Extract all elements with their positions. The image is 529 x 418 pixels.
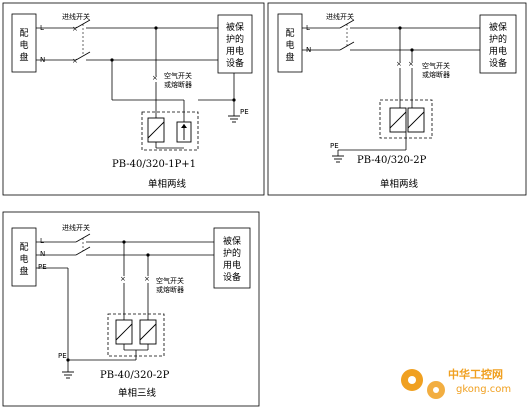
panel-2-equipment-box — [479, 14, 517, 74]
svg-text:用电: 用电 — [489, 45, 507, 57]
panel-3-main-switch-label: 进线开关 — [62, 223, 90, 232]
svg-text:用电: 用电 — [223, 259, 241, 271]
panel-3-frame — [2, 211, 260, 407]
panel-2-board — [277, 13, 303, 73]
panel-1: 配 电 盘 L N 进线开关 × × 被保 护的 用电 设备 × 空气开关 或熔… — [2, 2, 265, 196]
svg-text:×: × — [72, 25, 78, 33]
panel-3-label-pe: PE — [38, 263, 47, 271]
panel-3-equipment-box — [213, 227, 251, 289]
panel-3-board — [11, 227, 37, 287]
svg-text:被保: 被保 — [223, 235, 241, 247]
panel-1-frame — [2, 2, 265, 196]
svg-text:护的: 护的 — [223, 247, 241, 259]
panel-1-model: PB-40/320-1P+1 — [112, 159, 196, 170]
svg-text:盘: 盘 — [285, 51, 294, 63]
panel-1-equipment-line-2: 护的 — [226, 33, 244, 45]
gear-icon — [401, 369, 445, 399]
watermark: 中华工控网 gkong.com — [401, 367, 511, 399]
svg-text:×: × — [144, 275, 150, 283]
panel-3-label-n: N — [40, 250, 45, 258]
panel-1-equipment-line-3: 用电 — [226, 45, 244, 57]
panel-1-breaker-label-1: 空气开关 — [164, 71, 192, 80]
watermark-en: gkong.com — [456, 384, 511, 395]
svg-text:×: × — [152, 74, 158, 82]
panel-3-breaker-label-1: 空气开关 — [156, 276, 184, 285]
svg-text:电: 电 — [285, 39, 294, 51]
svg-text:被保: 被保 — [489, 21, 507, 33]
panel-1-equipment-box — [217, 14, 253, 74]
panel-2: 配 电 盘 L N 进线开关 被保 护的 用电 设备 × × 空气开关 或熔断器 — [267, 2, 527, 196]
panel-1-board-label-2: 电 — [19, 39, 28, 51]
panel-3-pe-label: PE — [58, 352, 67, 360]
panel-2-caption: 单相两线 — [380, 178, 419, 190]
panel-3-label-l: L — [40, 237, 44, 245]
panel-2-model: PB-40/320-2P — [357, 155, 427, 166]
watermark-cn: 中华工控网 — [448, 367, 503, 381]
panel-1-breaker-label-2: 或熔断器 — [164, 80, 192, 89]
panel-3-breaker-label-2: 或熔断器 — [156, 285, 184, 294]
panel-2-breaker-label-1: 空气开关 — [422, 61, 450, 70]
panel-3-caption: 单相三线 — [118, 387, 157, 399]
svg-text:护的: 护的 — [489, 33, 507, 45]
panel-1-equipment-line-4: 设备 — [226, 57, 244, 69]
panel-1-equipment-line-1: 被保 — [226, 21, 244, 33]
panel-1-spd-box — [141, 111, 199, 151]
panel-1-main-switch-label: 进线开关 — [62, 12, 90, 21]
svg-text:×: × — [120, 275, 126, 283]
panel-3: 配 电 盘 L N PE 进线开关 被保 护的 用电 设备 × × 空气开关 或… — [2, 211, 260, 407]
svg-text:配: 配 — [19, 242, 28, 253]
panel-2-breaker-label-2: 或熔断器 — [422, 70, 450, 79]
panel-1-board-label-1: 配 — [19, 28, 28, 39]
panel-3-model: PB-40/320-2P — [100, 370, 170, 381]
panel-2-pe-label: PE — [330, 142, 339, 150]
svg-text:设备: 设备 — [223, 271, 241, 283]
panel-2-frame — [267, 2, 527, 196]
panel-1-board — [11, 13, 37, 73]
svg-text:配: 配 — [285, 28, 294, 39]
panel-1-pe-label: PE — [240, 108, 249, 116]
panel-2-main-switch-label: 进线开关 — [326, 12, 354, 21]
svg-text:×: × — [72, 57, 78, 65]
svg-text:×: × — [408, 60, 414, 68]
svg-text:盘: 盘 — [19, 265, 28, 277]
svg-text:设备: 设备 — [489, 57, 507, 69]
svg-text:电: 电 — [19, 253, 28, 265]
panel-1-board-label-3: 盘 — [19, 51, 28, 63]
svg-text:×: × — [396, 60, 402, 68]
panel-1-caption: 单相两线 — [148, 178, 187, 190]
